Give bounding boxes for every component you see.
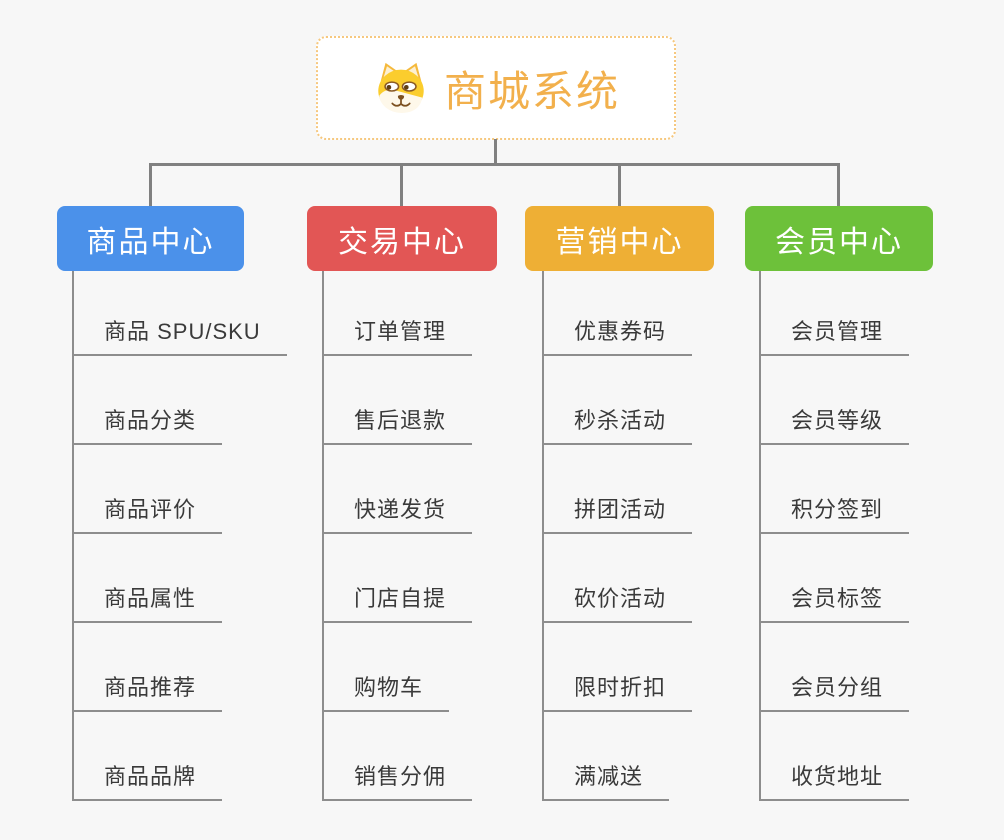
leaf-node[interactable]: 订单管理	[322, 317, 473, 356]
leaf-node[interactable]: 商品评价	[72, 495, 223, 534]
leaf-node[interactable]: 购物车	[322, 673, 450, 712]
branch-spine-member	[759, 271, 761, 801]
leaf-node[interactable]: 限时折扣	[542, 673, 693, 712]
root-node-label: 商城系统	[443, 67, 620, 115]
leaf-node[interactable]: 拼团活动	[542, 495, 693, 534]
leaf-node[interactable]: 门店自提	[322, 584, 473, 623]
leaf-node[interactable]: 商品属性	[72, 584, 223, 623]
leaf-node[interactable]: 优惠券码	[542, 317, 693, 356]
leaf-node[interactable]: 商品品牌	[72, 762, 223, 801]
leaf-node[interactable]: 收货地址	[759, 762, 910, 801]
branch-spine-product	[72, 271, 74, 801]
leaf-node[interactable]: 会员分组	[759, 673, 910, 712]
leaf-node[interactable]: 砍价活动	[542, 584, 693, 623]
leaf-node[interactable]: 秒杀活动	[542, 406, 693, 445]
leaf-node[interactable]: 会员管理	[759, 317, 910, 356]
branch-node-member[interactable]: 会员中心	[745, 206, 933, 271]
leaf-node[interactable]: 积分签到	[759, 495, 910, 534]
branch-node-marketing[interactable]: 营销中心	[525, 206, 714, 271]
connector-drop-member	[837, 163, 840, 207]
connector-root-stem	[494, 139, 497, 166]
connector-drop-trade	[400, 163, 403, 207]
branch-spine-marketing	[542, 271, 544, 801]
branch-node-product[interactable]: 商品中心	[57, 206, 244, 271]
leaf-node[interactable]: 满减送	[542, 762, 670, 801]
connector-bus	[149, 163, 840, 166]
leaf-node[interactable]: 商品 SPU/SKU	[72, 317, 287, 356]
dog-face-icon	[378, 62, 424, 113]
branch-node-trade[interactable]: 交易中心	[307, 206, 497, 271]
leaf-node[interactable]: 商品推荐	[72, 673, 223, 712]
leaf-node[interactable]: 会员等级	[759, 406, 910, 445]
leaf-node[interactable]: 会员标签	[759, 584, 910, 623]
leaf-node[interactable]: 售后退款	[322, 406, 473, 445]
leaf-node[interactable]: 商品分类	[72, 406, 223, 445]
connector-drop-marketing	[618, 163, 621, 207]
root-node[interactable]: 商城系统	[316, 36, 676, 140]
leaf-node[interactable]: 快递发货	[322, 495, 473, 534]
connector-drop-product	[149, 163, 152, 207]
leaf-node[interactable]: 销售分佣	[322, 762, 473, 801]
branch-spine-trade	[322, 271, 324, 801]
